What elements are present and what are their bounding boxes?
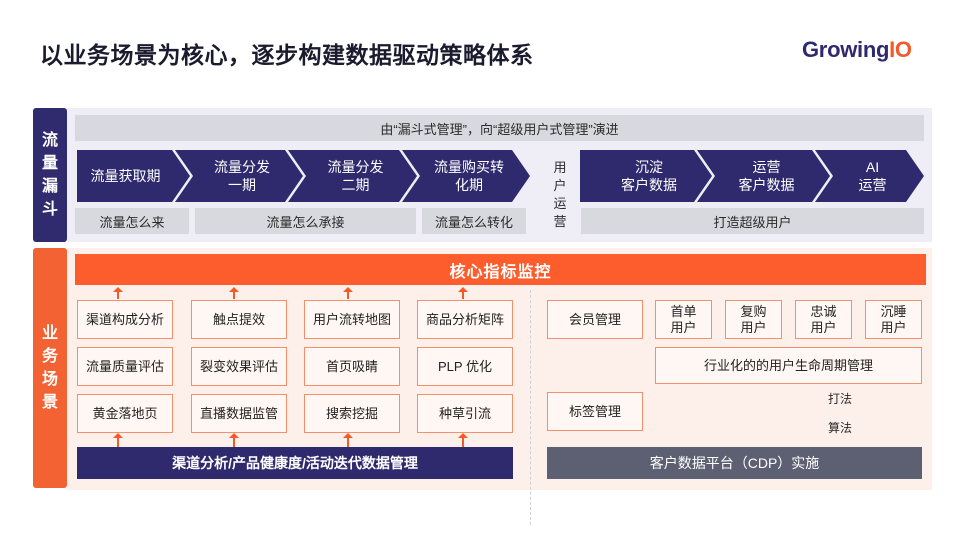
member-mgmt-box: 会员管理: [547, 300, 643, 339]
stage-chevron: 流量分发 二期: [288, 150, 417, 202]
stage-chevron: 流量购买转 化期: [402, 150, 530, 202]
question-box: 流量怎么来: [75, 208, 189, 234]
page-title: 以业务场景为核心，逐步构建数据驱动策略体系: [40, 42, 534, 68]
tag-mgmt-box: 标签管理: [547, 392, 643, 431]
scenario-cell: 流量质量评估: [77, 347, 173, 386]
ops-stage-chevron: 运营 客户数据: [697, 150, 830, 202]
ops-stage-chevron: 沉淀 客户数据: [580, 150, 712, 202]
user-type-box: 忠诚 用户: [795, 300, 852, 339]
scenario-side-label: 业务场景: [33, 248, 67, 488]
up-arrow-icon: [458, 433, 468, 447]
funnel-side-label-text: 流量漏斗: [41, 132, 58, 218]
scenario-cell: 黄金落地页: [77, 394, 173, 433]
up-arrow-icon: [458, 287, 468, 299]
up-arrow-icon: [229, 287, 239, 299]
scenario-cell: PLP 优化: [417, 347, 513, 386]
funnel-side-label: 流量漏斗: [33, 108, 67, 242]
scenario-side-label-text: 业务场景: [41, 325, 58, 411]
scenario-cell: 直播数据监管: [191, 394, 287, 433]
up-arrow-icon: [113, 287, 123, 299]
super-user-box: 打造超级用户: [581, 208, 924, 234]
up-arrow-icon: [229, 433, 239, 447]
up-arrow-icon: [343, 433, 353, 447]
scenario-cell: 商品分析矩阵: [417, 300, 513, 339]
funnel-banner: 由“漏斗式管理”，向“超级用户式管理”演进: [75, 115, 924, 141]
up-arrow-icon: [343, 287, 353, 299]
section-divider: [530, 290, 531, 525]
scenario-cell: 种草引流: [417, 394, 513, 433]
scenario-cell: 搜索挖掘: [304, 394, 400, 433]
up-arrow-icon: [113, 433, 123, 447]
user-ops-label: 用户运营: [553, 160, 567, 229]
growingio-logo: GrowingIO: [802, 37, 912, 63]
logo-text-main: Growing: [802, 37, 890, 62]
lifecycle-box: 行业化的的用户生命周期管理: [655, 347, 922, 384]
scenario-cell: 触点提效: [191, 300, 287, 339]
question-box: 流量怎么转化: [422, 208, 526, 234]
scenario-cell: 用户流转地图: [304, 300, 400, 339]
ops-stage-chevron: AI 运营: [815, 150, 924, 202]
playbook-label: 打法: [828, 392, 853, 406]
scenario-cell: 裂变效果评估: [191, 347, 287, 386]
scenario-cell: 首页吸睛: [304, 347, 400, 386]
channel-analysis-bar: 渠道分析/产品健康度/活动迭代数据管理: [77, 447, 513, 479]
scenario-cell: 渠道构成分析: [77, 300, 173, 339]
stage-chevron: 流量获取期: [77, 150, 190, 202]
logo-text-accent: IO: [889, 37, 912, 62]
cdp-bar: 客户数据平台（CDP）实施: [547, 447, 922, 479]
user-type-box: 复购 用户: [725, 300, 782, 339]
user-type-box: 首单 用户: [655, 300, 712, 339]
question-box: 流量怎么承接: [195, 208, 416, 234]
algorithm-label: 算法: [828, 421, 853, 435]
stage-chevron: 流量分发 一期: [175, 150, 303, 202]
user-type-box: 沉睡 用户: [865, 300, 922, 339]
core-metrics-bar: 核心指标监控: [75, 254, 926, 285]
